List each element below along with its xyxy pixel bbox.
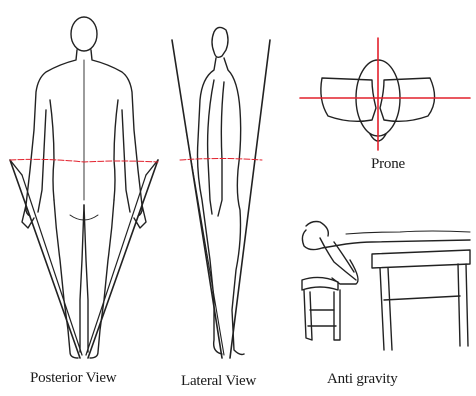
lateral-waist-reference-line bbox=[180, 159, 262, 161]
anti-gravity-scene bbox=[302, 222, 470, 351]
posterior-view-caption: Posterior View bbox=[30, 370, 116, 387]
posterior-figure bbox=[10, 17, 158, 358]
anti-gravity-caption: Anti gravity bbox=[327, 371, 398, 388]
lateral-view-caption: Lateral View bbox=[181, 373, 256, 390]
lateral-figure bbox=[172, 27, 270, 358]
prone-crosshair bbox=[300, 38, 470, 150]
prone-caption: Prone bbox=[371, 156, 405, 173]
